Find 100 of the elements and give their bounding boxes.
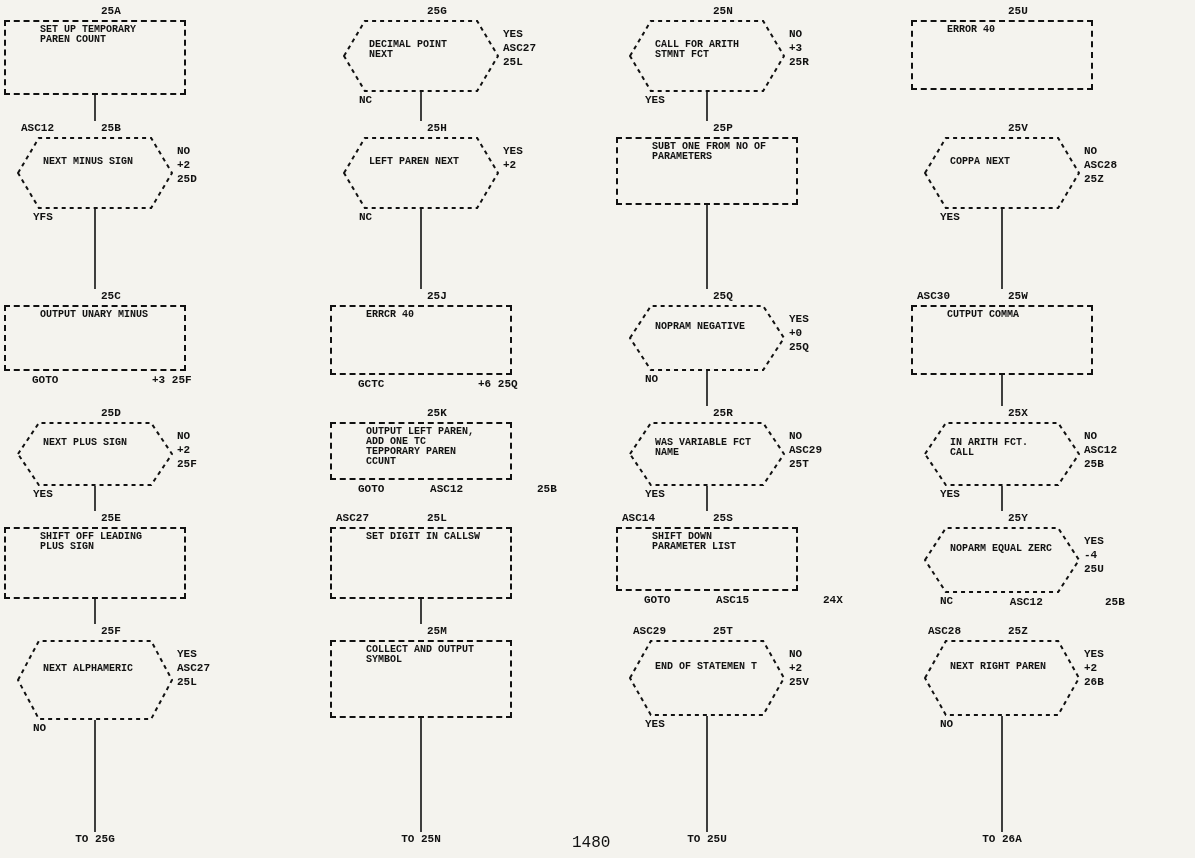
branch-note: ASC28: [928, 625, 961, 637]
connector-line: [420, 91, 422, 122]
step-text: LEFT PAREN NEXT: [369, 157, 460, 167]
step-label: 25X: [1008, 407, 1028, 420]
step-text: NOPRAM NEGATIVE: [655, 322, 746, 332]
step-text: NEXT MINUS SIGN: [43, 157, 134, 167]
step-text: END OF STATEMEN T: [655, 662, 759, 672]
connector-line: [1001, 485, 1003, 512]
branch-note: 25D: [177, 173, 197, 185]
branch-note: 25B: [1084, 458, 1104, 470]
step-label: 25M: [427, 625, 447, 638]
branch-note: ASC14: [622, 512, 655, 524]
branch-note: ASC29: [789, 444, 822, 456]
branch-note: 25T: [789, 458, 809, 470]
branch-note: NO: [940, 718, 954, 730]
branch-note: NO: [1084, 145, 1098, 157]
branch-note: YFS: [33, 211, 53, 223]
step-text: SET UP TEMPORARY PAREN COUNT: [40, 25, 137, 45]
branch-note: +6 25Q: [478, 378, 518, 390]
connector-line: [94, 208, 96, 290]
step-label: 25L: [427, 512, 447, 525]
page-number: 1480: [572, 834, 611, 852]
branch-note: 26B: [1084, 676, 1104, 688]
step-label: 25A: [101, 5, 121, 18]
branch-note: YES: [645, 488, 665, 500]
step-label: 25K: [427, 407, 447, 420]
step-text: COPPA NEXT: [950, 157, 1011, 167]
step-label: 25F: [101, 625, 121, 638]
branch-note: 25L: [177, 676, 197, 688]
step-text: COLLECT AND OUTPUT SYMBOL: [366, 645, 476, 665]
step-text: IN ARITH FCT. CALL: [950, 438, 1029, 458]
connector-line: [94, 94, 96, 122]
connector-label: TO 25N: [391, 832, 451, 846]
branch-note: ASC27: [177, 662, 210, 674]
branch-note: YES: [33, 488, 53, 500]
step-text: OUTPUT UNARY MINUS: [40, 310, 150, 320]
branch-note: +2: [177, 444, 191, 456]
step-label: 25U: [1008, 5, 1028, 18]
branch-note: ASC12: [1084, 444, 1117, 456]
step-text: SHIFT DOWN PARAMETER LIST: [652, 532, 737, 552]
branch-note: +2: [177, 159, 191, 171]
branch-note: NC: [940, 595, 954, 607]
branch-note: GOTO: [32, 374, 59, 386]
step-label: 25B: [101, 122, 121, 135]
step-label: 25W: [1008, 290, 1028, 303]
connector-line: [94, 598, 96, 625]
branch-note: 25V: [789, 676, 809, 688]
step-text: SET DIGIT IN CALLSW: [366, 532, 482, 542]
connector-label: TO 26A: [972, 832, 1032, 846]
step-label: 25V: [1008, 122, 1028, 135]
branch-note: 24X: [823, 594, 843, 606]
branch-note: ASC15: [716, 594, 750, 606]
connector-line: [1001, 374, 1003, 407]
branch-note: NO: [789, 430, 803, 442]
branch-note: YES: [940, 211, 960, 223]
connector-line: [706, 204, 708, 290]
connector-line: [94, 485, 96, 512]
step-label: 25H: [427, 122, 447, 135]
branch-note: +3: [789, 42, 803, 54]
step-label: 25J: [427, 290, 447, 303]
step-text: SUBT ONE FROM NO OF PARAMETERS: [652, 142, 768, 162]
step-label: 25G: [427, 5, 447, 18]
branch-note: -4: [1084, 549, 1098, 561]
branch-note: GCTC: [358, 378, 385, 390]
branch-note: YES: [789, 313, 809, 325]
branch-note: 25Q: [789, 341, 809, 353]
branch-note: NO: [645, 373, 659, 385]
step-text: CALL FOR ARITH STMNT FCT: [655, 40, 740, 60]
branch-note: NO: [33, 722, 47, 734]
step-text: OUTPUT LEFT PAREN, ADD ONE TC TEPPORARY PAREN CCUNT: [366, 427, 476, 467]
step-text: NEXT ALPHAMERIC: [43, 664, 134, 674]
connector-line: [1001, 208, 1003, 290]
branch-note: YES: [645, 718, 665, 730]
step-text: NEXT PLUS SIGN: [43, 438, 128, 448]
step-text: NOPARM EQUAL ZERC: [950, 544, 1054, 554]
step-label: 25Q: [713, 290, 733, 303]
branch-note: NO: [177, 430, 191, 442]
branch-note: ASC12: [1009, 596, 1043, 608]
branch-note: YES: [940, 488, 960, 500]
step-text: ERRCR 40: [366, 310, 415, 320]
step-label: 25Y: [1008, 512, 1028, 525]
branch-note: 25F: [177, 458, 197, 470]
branch-note: YES: [503, 145, 523, 157]
connector-line: [420, 208, 422, 290]
branch-note: NO: [177, 145, 191, 157]
branch-note: NC: [359, 211, 373, 223]
branch-note: YES: [1084, 648, 1104, 660]
branch-note: +3 25F: [152, 374, 192, 386]
step-label: 25Z: [1008, 625, 1028, 638]
branch-note: YES: [177, 648, 197, 660]
step-label: 25P: [713, 122, 733, 135]
connector-line: [94, 719, 96, 833]
step-label: 25C: [101, 290, 121, 303]
branch-note: +2: [503, 159, 517, 171]
step-label: 25E: [101, 512, 121, 525]
branch-note: +2: [789, 662, 803, 674]
branch-note: NO: [789, 648, 803, 660]
branch-note: 25B: [1105, 596, 1125, 608]
branch-note: ASC12: [21, 122, 54, 134]
branch-note: ASC28: [1084, 159, 1117, 171]
